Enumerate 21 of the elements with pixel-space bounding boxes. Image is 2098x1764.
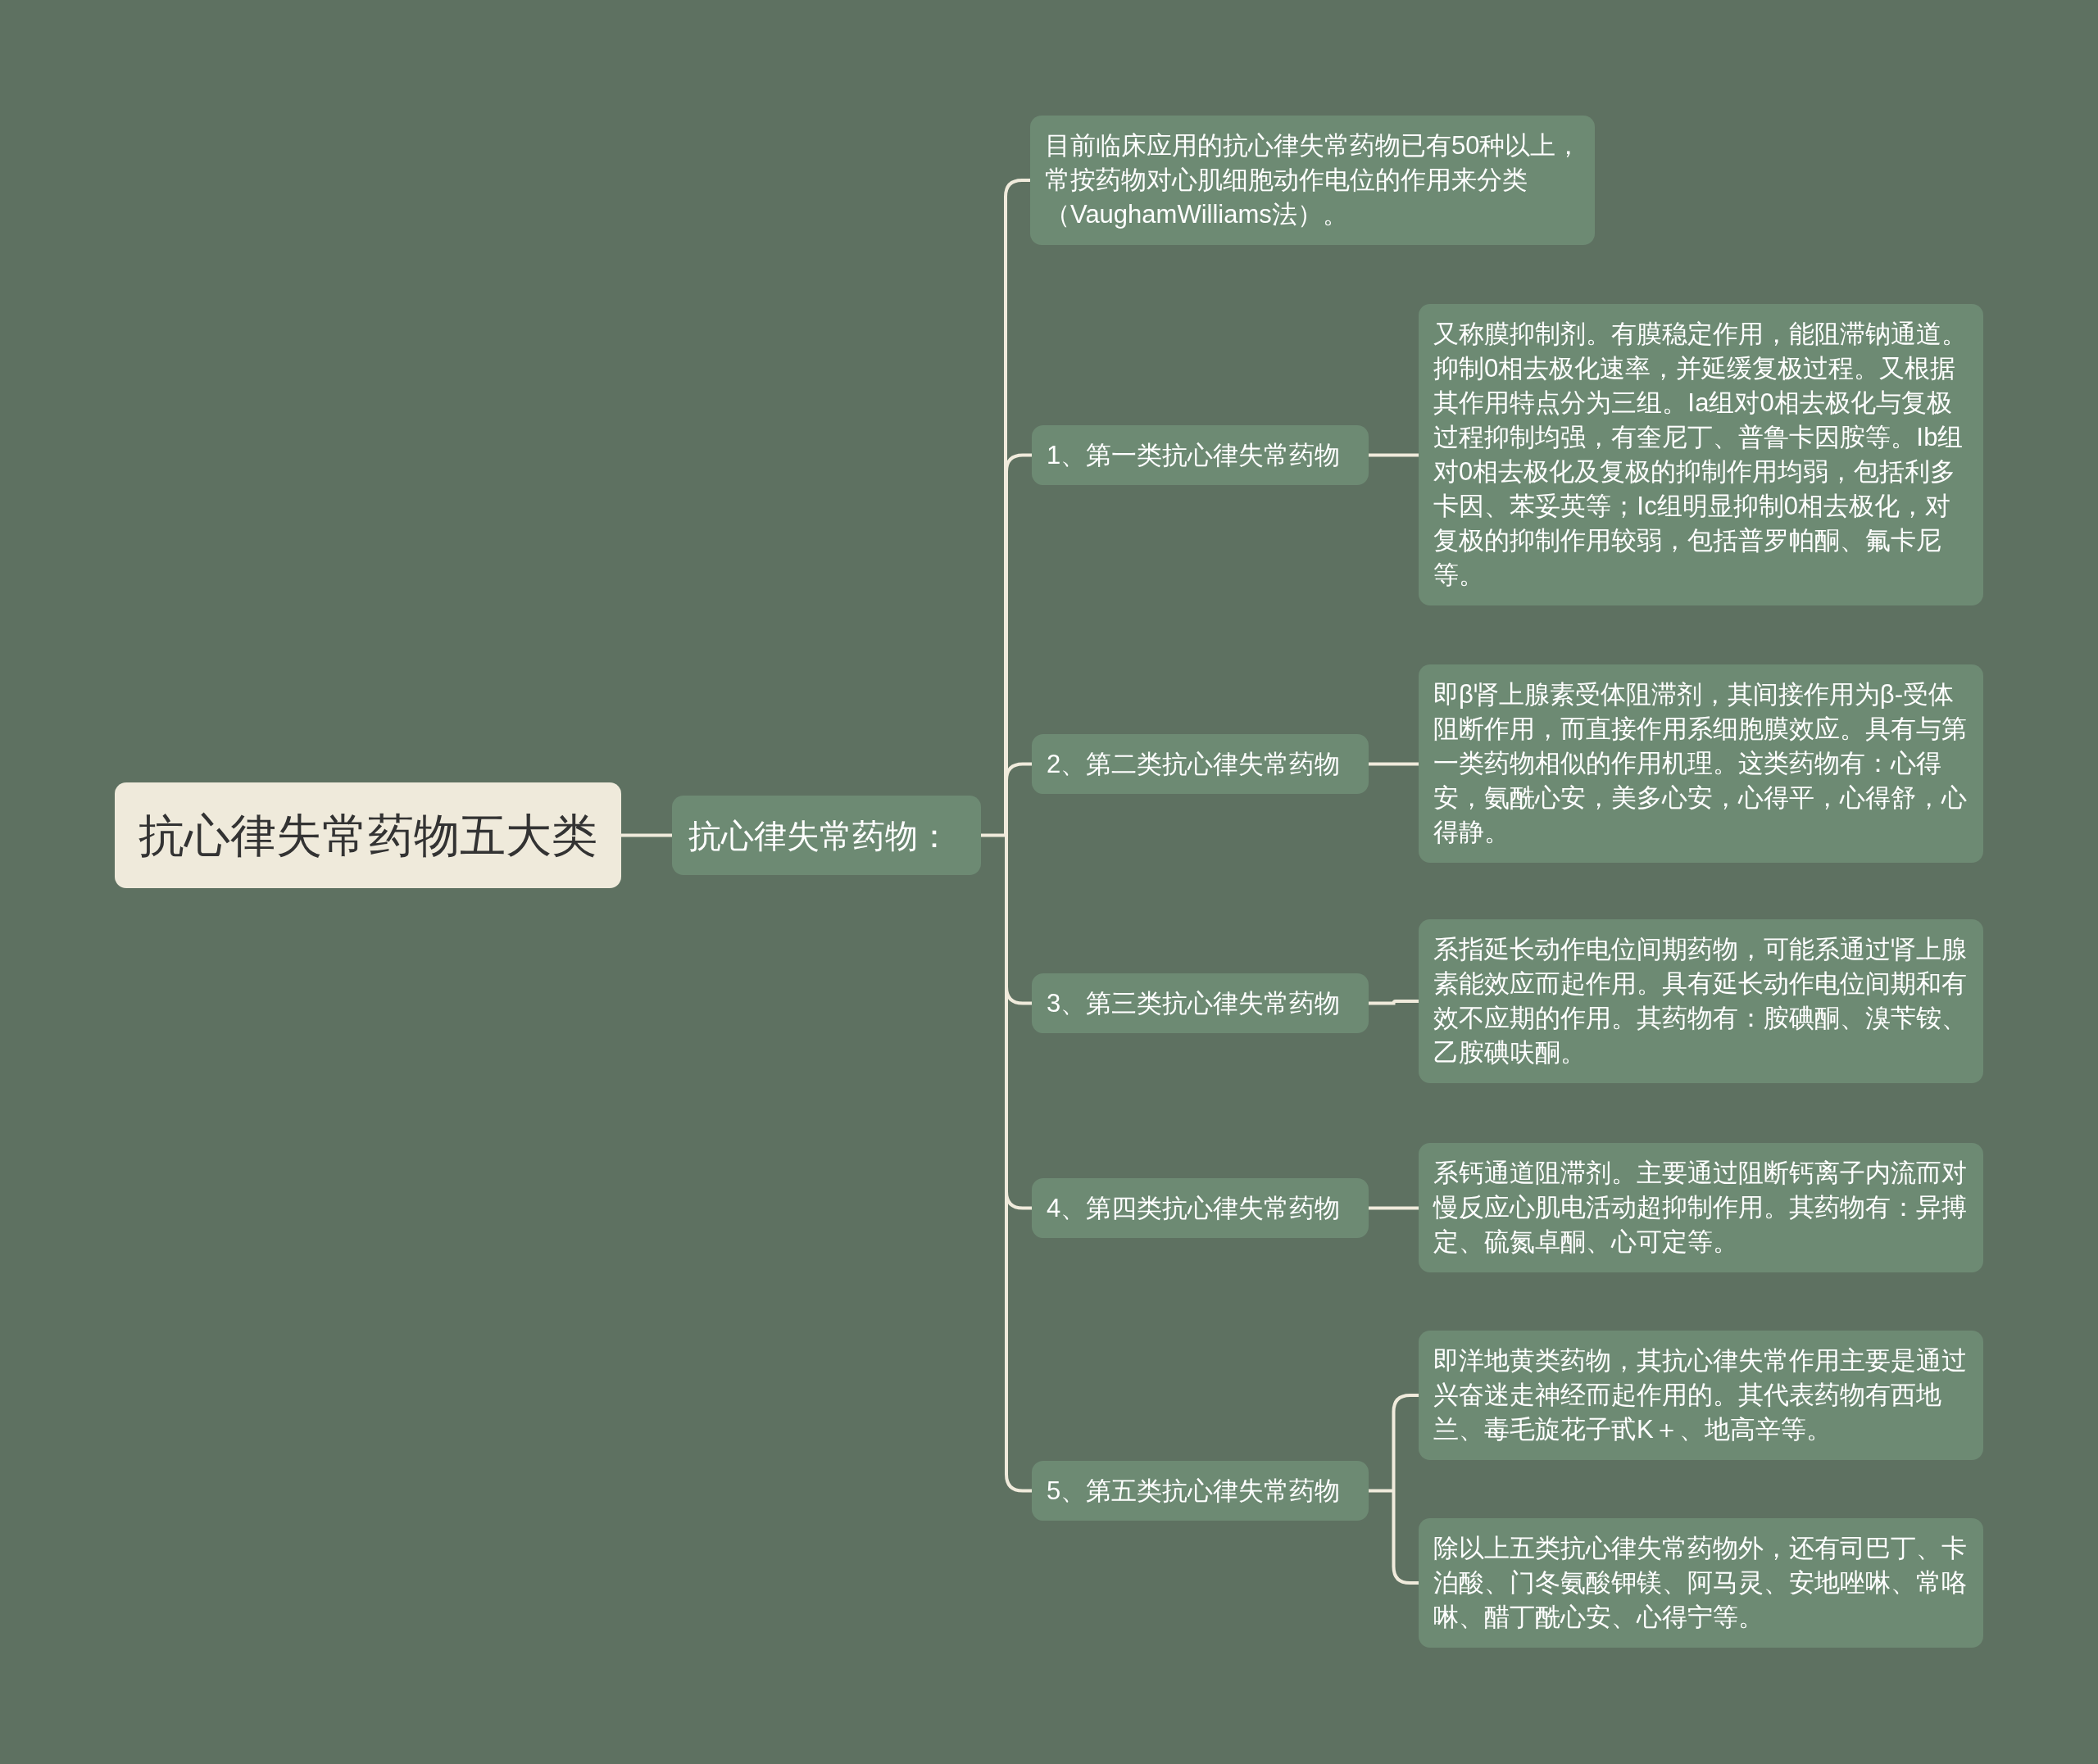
branch-topic-box: 4、第四类抗心律失常药物	[1032, 1178, 1369, 1238]
branch-topic-box: 2、第二类抗心律失常药物	[1032, 734, 1369, 794]
branch-topic-box: 5、第五类抗心律失常药物	[1032, 1461, 1369, 1521]
note-box: 又称膜抑制剂。有膜稳定作用，能阻滞钠通道。抑制0相去极化速率，并延缓复极过程。又根据其作用特点分为三组。Ⅰa组对0相去极化与复极过程抑制均强，有奎尼丁、普鲁卡因胺等。Ⅰb组对0相去极化及复极的抑制作用均弱，包括利多卡因、苯妥英等；Ⅰc组明显抑制0相去极化，对复极的抑制作用较弱，包括普罗帕酮、氟卡尼等。	[1419, 304, 1983, 605]
connector-line	[1369, 762, 1419, 766]
central-topic-box: 抗心律失常药物五大类	[115, 782, 621, 888]
note-box: 系钙通道阻滞剂。主要通过阻断钙离子内流而对慢反应心肌电活动超抑制作用。其药物有：异搏定、硫氮卓酮、心可定等。	[1419, 1143, 1983, 1272]
subtopic-box: 抗心律失常药物：	[672, 796, 981, 875]
note-box: 即洋地黄类药物，其抗心律失常作用主要是通过兴奋迷走神经而起作用的。其代表药物有西地兰、毒毛旋花子甙K＋、地高辛等。	[1419, 1331, 1983, 1460]
note-box: 系指延长动作电位间期药物，可能系通过肾上腺素能效应而起作用。具有延长动作电位间期和有效不应期的作用。其药物有：胺碘酮、溴苄铵、乙胺碘呋酮。	[1419, 919, 1983, 1083]
connector-line	[1369, 453, 1419, 457]
connector-line	[1369, 1206, 1419, 1210]
note-box: 目前临床应用的抗心律失常药物已有50种以上，常按药物对心肌细胞动作电位的作用来分类（VaughamWilliams法）。	[1030, 116, 1595, 245]
branch-topic-box: 1、第一类抗心律失常药物	[1032, 425, 1369, 485]
connector-line	[1369, 1000, 1419, 1005]
connector-line	[979, 179, 1033, 1493]
branch-topic-box: 3、第三类抗心律失常药物	[1032, 973, 1369, 1033]
note-box: 除以上五类抗心律失常药物外，还有司巴丁、卡泊酸、门冬氨酸钾镁、阿马灵、安地唑啉、常咯啉、醋丁酰心安、心得宁等。	[1419, 1518, 1983, 1648]
connector-line	[1367, 1394, 1420, 1585]
note-box: 即β肾上腺素受体阻滞剂，其间接作用为β-受体阻断作用，而直接作用系细胞膜效应。具有与第一类药物相似的作用机理。这类药物有：心得安，氨酰心安，美多心安，心得平，心得舒，心得静。	[1419, 664, 1983, 863]
connector-line	[621, 833, 672, 837]
